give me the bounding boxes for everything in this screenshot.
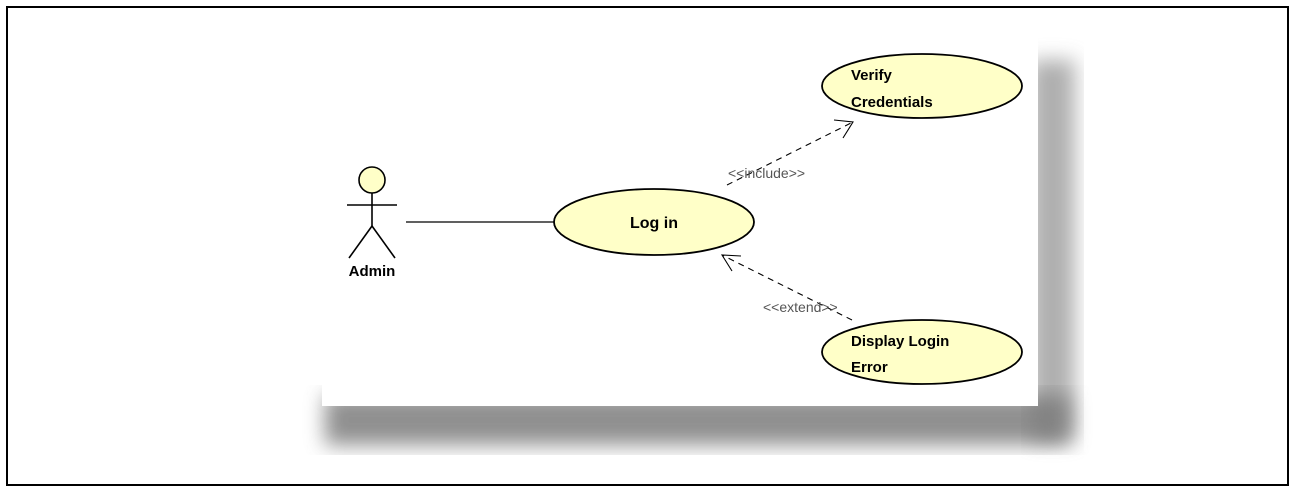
extend-label: <<extend>>: [763, 299, 838, 315]
verify-label-line1: Verify: [851, 67, 893, 84]
actor-label: Admin: [349, 263, 396, 280]
use-case-display-login-error: Display Login Error: [821, 319, 1023, 385]
use-case-verify-credentials: Verify Credentials: [821, 53, 1023, 119]
include-label: <<include>>: [728, 165, 805, 181]
display-error-label-line1: Display Login: [851, 333, 949, 350]
verify-label-line2: Credentials: [851, 94, 933, 111]
use-case-login: Log in: [553, 188, 755, 256]
actor-head: [358, 166, 386, 194]
extend-relation: [720, 254, 853, 321]
actor-admin: Admin: [347, 166, 397, 280]
include-relation: [726, 119, 854, 186]
login-label: Log in: [630, 215, 678, 232]
display-error-label-line2: Error: [851, 359, 888, 376]
